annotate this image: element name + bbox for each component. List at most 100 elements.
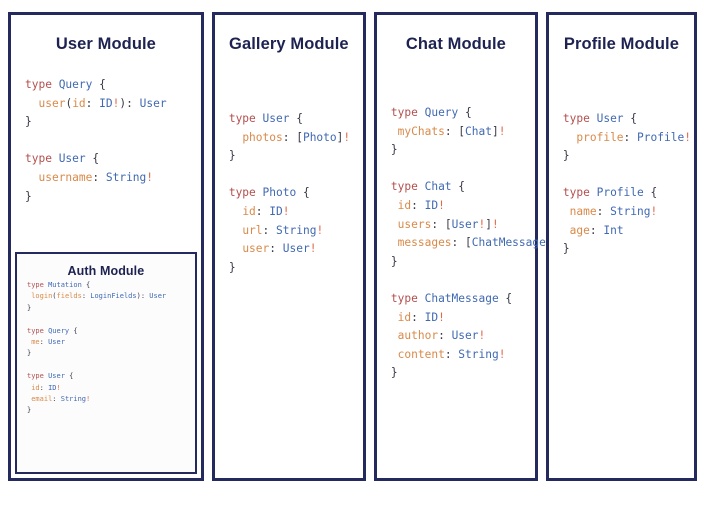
code-token-type: ID [424,310,439,324]
code-line: user(id: ID!): User [25,95,201,114]
code-token-punct [563,224,570,237]
code-block-auth: type Mutation { login(fields: LoginField… [17,280,195,417]
code-token-kw: type [25,78,59,91]
code-token-punct [229,131,242,144]
code-token-kw: type [390,291,425,305]
code-token-punct: { [92,78,106,91]
code-token-punct [229,205,242,218]
code-token-bang: ! [112,96,120,110]
code-token-type: Profile [596,186,644,200]
code-blank-line [391,160,535,179]
code-block-chat: type Query { myChats: [Chat]!} type Chat… [377,104,559,383]
code-line: type Query { [25,76,201,95]
module-card-profile[interactable]: Profile Module type User { profile: Prof… [545,12,697,481]
code-token-punct: ): [136,292,150,301]
code-token-punct [391,125,398,138]
code-token-bang: ! [478,217,486,231]
code-blank-line [25,132,201,151]
code-token-punct: : [444,347,459,361]
code-token-punct [391,311,398,324]
spacer [215,58,363,110]
code-token-type: Query [48,326,70,335]
code-token-punct [229,242,242,255]
code-line: type Photo { [229,184,363,203]
code-line: type User { [25,150,201,169]
code-token-field: messages [397,236,452,250]
code-token-bang: ! [498,347,506,361]
code-token-kw: type [390,106,425,119]
code-token-type: ID [99,96,113,110]
code-token-punct: } [562,242,570,256]
code-token-kw: type [562,112,597,125]
code-token-punct: { [85,152,100,166]
code-line: age: Int [563,222,694,241]
code-line: } [27,405,195,416]
module-card-auth[interactable]: Auth Module type Mutation { login(fields… [15,252,197,474]
code-token-kw: type [562,186,597,200]
code-line: type Chat { [391,178,535,197]
code-line: type Query { [27,326,195,337]
code-token-punct [391,199,398,212]
code-token-field: me [31,338,40,347]
code-block-gallery: type User { photos: [Photo]!} type Photo… [215,110,363,277]
code-line: } [25,188,201,207]
code-token-punct: : [589,223,604,237]
code-token-punct: : [92,170,106,184]
code-token-type: String [458,347,499,361]
code-token-punct: } [27,303,32,312]
code-token-type: ID [424,198,439,212]
code-token-type: Mutation [48,281,82,289]
code-token-type: User [58,152,86,166]
spacer [215,277,363,478]
code-token-punct [229,224,242,237]
module-title-user: User Module [55,35,156,53]
code-token-bang: ! [146,170,154,184]
module-title-gallery: Gallery Module [229,35,349,53]
module-card-chat[interactable]: Chat Module type Query { myChats: [Chat]… [373,12,559,481]
module-card-user[interactable]: User Module type Query { user(id: ID!): … [8,12,204,481]
code-token-bang: ! [650,204,658,218]
code-token-punct: : [411,310,425,324]
code-token-field: age [569,223,590,237]
code-token-punct: : [85,96,100,110]
code-blank-line [229,166,363,185]
code-token-punct: } [27,406,32,415]
code-line: } [391,364,535,383]
spacer [377,383,535,478]
code-token-bang: ! [492,217,499,231]
code-token-bang: ! [316,223,324,237]
code-line: id: ID! [391,309,535,328]
code-token-kw: type [25,152,59,166]
code-token-field: users [397,217,432,231]
code-token-punct: : [ [451,236,472,250]
code-token-punct: : [623,130,638,144]
code-block-user: type Query { user(id: ID!): User} type U… [11,76,201,206]
code-line: author: User! [391,327,535,346]
code-token-type: Query [58,78,93,91]
code-token-punct: { [81,281,91,289]
code-token-kw: type [390,180,425,194]
code-line: type ChatMessage { [391,290,535,309]
code-token-punct: { [69,326,78,335]
code-token-bang: ! [309,242,317,256]
code-token-kw: type [228,112,263,125]
code-line: } [229,259,363,278]
code-token-punct: { [64,372,74,381]
code-token-bang: ! [684,130,691,144]
code-token-field: name [569,204,597,218]
code-token-punct: : [ [282,130,303,144]
spacer [549,259,694,478]
code-line: type User { [563,110,694,129]
code-token-punct: : [262,223,277,237]
code-token-type: User [48,372,65,381]
code-token-type: LoginFields [90,292,137,301]
code-token-bang: ! [282,204,290,218]
code-token-punct: : [ [444,124,466,138]
code-blank-line [27,314,195,325]
code-token-field: id [31,383,40,392]
code-token-field: id [72,96,86,110]
code-line: } [391,253,535,272]
code-token-punct: : [52,395,61,404]
module-card-gallery[interactable]: Gallery Module type User { photos: [Phot… [211,12,366,481]
module-title-profile: Profile Module [563,35,679,53]
